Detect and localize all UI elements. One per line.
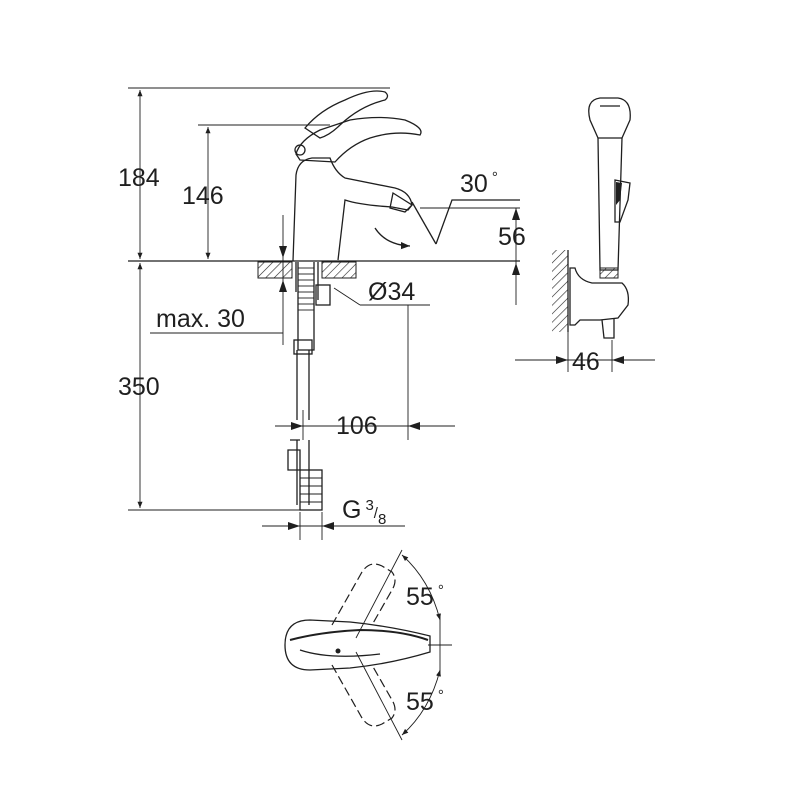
label-angle-55-upper: 55° (406, 582, 444, 611)
spout-swivel-arc (374, 227, 411, 250)
spout-swivel-line (411, 201, 437, 245)
mixer-side-view (128, 87, 520, 540)
mixer-lever (295, 116, 422, 163)
handshower-handle (597, 137, 623, 271)
lever-pivot (294, 144, 306, 156)
label-angle-55-lower: 55° (406, 687, 444, 716)
hose-end-thread (300, 477, 322, 503)
label-184: 184 (118, 164, 160, 192)
shank-thread (298, 267, 314, 311)
label-46: 46 (572, 348, 600, 376)
angle-ref-lower (355, 651, 403, 741)
wall-hatch (552, 250, 568, 332)
angle-arc-upper (401, 554, 441, 621)
label-angle-30: 30° (460, 169, 498, 198)
label-146: 146 (182, 182, 224, 210)
lever-indicator-dot (335, 648, 341, 654)
deck-hatch-left (257, 261, 293, 279)
handshower-grip-band (599, 267, 619, 279)
handshower-head (588, 97, 631, 139)
hose-crimp-top (293, 339, 313, 355)
label-106: 106 (336, 412, 378, 440)
angle-arc-lower (401, 669, 441, 736)
mixer-top-view (284, 549, 452, 741)
lever-top-outline (284, 619, 431, 671)
label-diameter-34: Ø34 (368, 278, 415, 306)
mounting-nut (297, 262, 315, 351)
deck-hatch-right (321, 261, 357, 279)
handshower-trigger (614, 179, 631, 223)
label-max-30: max. 30 (156, 305, 245, 333)
swivel-angle-leader (435, 199, 520, 245)
dim-diameter-leader (333, 287, 361, 306)
spout-outlet (389, 191, 414, 213)
mixer-lever-raised (304, 90, 389, 139)
label-56: 56 (498, 223, 526, 251)
lever-position-upper (331, 563, 396, 626)
label-350: 350 (118, 373, 160, 401)
angle-ref-upper (355, 549, 403, 639)
hose-end-fitting (299, 469, 323, 511)
lever-position-lower (331, 664, 396, 727)
flex-hose (296, 350, 310, 505)
inlet-valve (287, 439, 301, 471)
wall-holder (569, 267, 630, 326)
mounting-shank (295, 262, 319, 300)
mounting-nut-block (315, 284, 331, 306)
handshower-view (515, 97, 655, 372)
